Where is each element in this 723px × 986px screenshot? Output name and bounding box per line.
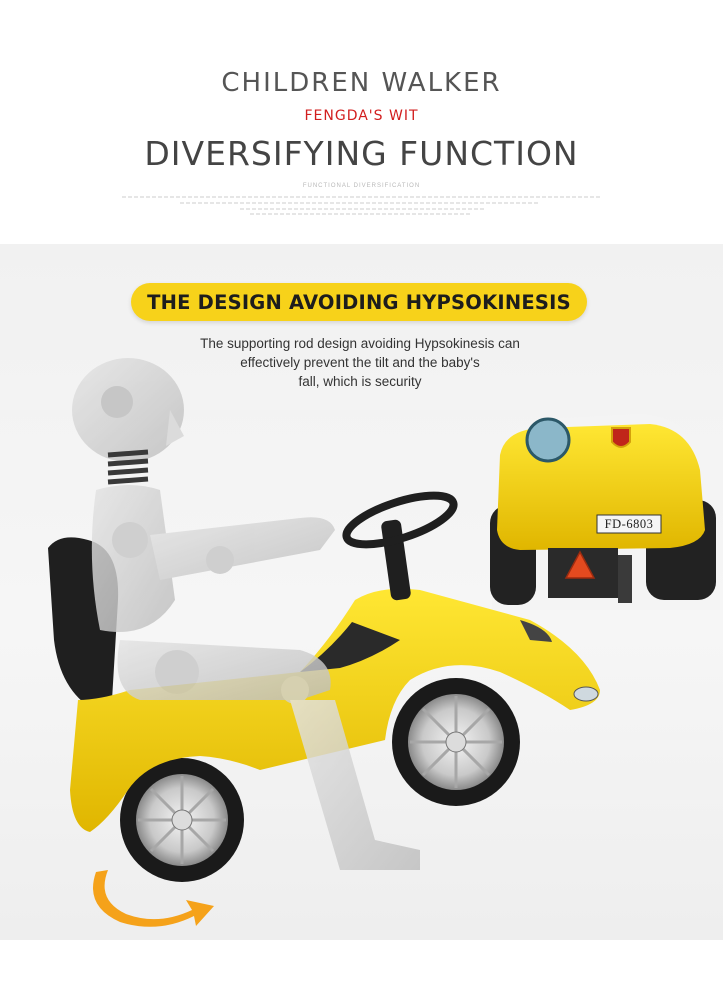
- tilt-arrow-icon: [93, 870, 214, 927]
- steering-wheel: [342, 491, 458, 601]
- description-line: The supporting rod design avoiding Hypso…: [200, 336, 520, 351]
- description-line: fall, which is security: [298, 374, 422, 389]
- subtitle: FUNCTIONAL DIVERSIFICATION: [302, 183, 421, 189]
- feature-heading: THE DESIGN AVOIDING HYPSOKINESIS: [147, 290, 571, 314]
- description-line: effectively prevent the tilt and the bab…: [240, 355, 480, 370]
- crash-dummy-rider: [72, 358, 420, 870]
- rear-view-inset: [490, 414, 720, 610]
- product-illustration: [48, 358, 720, 927]
- page-title: CHILDREN WALKER: [221, 68, 502, 98]
- headline: DIVERSIFYING FUNCTION: [144, 134, 579, 173]
- decorative-fine-text: [122, 196, 601, 215]
- header-section: CHILDREN WALKER FENGDA'S WIT DIVERSIFYIN…: [0, 0, 723, 244]
- front-wheel: [392, 678, 520, 806]
- rear-wheel: [120, 758, 244, 882]
- feature-heading-badge: THE DESIGN AVOIDING HYPSOKINESIS: [131, 283, 587, 321]
- license-plate: FD-6803: [604, 517, 654, 531]
- feature-description: The supporting rod design avoiding Hypso…: [150, 334, 570, 391]
- footer-area: [0, 940, 723, 986]
- brand-label: FENGDA'S WIT: [304, 108, 419, 124]
